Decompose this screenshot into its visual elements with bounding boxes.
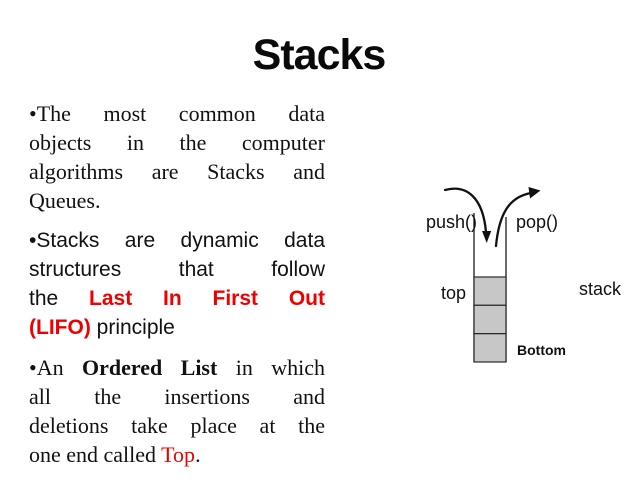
- bullet-list: •The most common data objects in the comp…: [29, 99, 325, 480]
- stack-diagram-graphic: [443, 187, 541, 363]
- text-line: structures that follow: [29, 255, 325, 284]
- text-line: •The most common data: [29, 99, 325, 128]
- text-line: •An Ordered List in which: [29, 353, 325, 382]
- slide-title: Stacks: [252, 31, 387, 79]
- pop-arrowhead-icon: [528, 187, 541, 199]
- text-run: Last In First Out: [89, 287, 325, 310]
- text-run: in which: [217, 355, 326, 380]
- push-arrow: [443, 187, 488, 234]
- stack-cell-top: [473, 276, 507, 306]
- text-run: .: [195, 442, 201, 467]
- push-arrowhead-icon: [482, 231, 492, 243]
- text-run: •Stacks are dynamic data: [29, 229, 325, 252]
- top-label: top: [441, 283, 467, 303]
- bottom-label: Bottom: [517, 342, 566, 358]
- text-run: •An: [29, 355, 82, 380]
- text-line: the Last In First Out: [29, 284, 325, 313]
- stack-label: stack: [579, 279, 622, 299]
- bullet-paragraph: •Stacks are dynamic data structures that …: [29, 226, 325, 342]
- text-run: one end called: [29, 442, 162, 467]
- text-line: Queues.: [29, 186, 325, 215]
- text-run: principle: [90, 316, 175, 339]
- text-run: structures that follow: [29, 258, 325, 281]
- text-run: deletions take place at the: [29, 413, 325, 438]
- text-run: Top: [161, 442, 196, 467]
- text-line: one end called Top.: [29, 440, 325, 469]
- text-run: the: [29, 287, 90, 310]
- push-label: push(): [426, 212, 478, 232]
- text-run: Ordered List: [82, 355, 218, 380]
- text-run: objects in the computer: [29, 130, 325, 155]
- text-run: (LIFO): [29, 316, 91, 339]
- text-line: •Stacks are dynamic data: [29, 226, 325, 255]
- text-run: all the insertions and: [29, 384, 325, 409]
- text-run: algorithms are Stacks and: [29, 159, 325, 184]
- stack-cell-bottom: [473, 333, 507, 363]
- text-line: (LIFO) principle: [29, 313, 325, 342]
- text-line: all the insertions and: [29, 382, 325, 411]
- pop-label: pop(): [516, 212, 559, 232]
- bullet-paragraph: •The most common data objects in the comp…: [29, 99, 325, 215]
- text-line: objects in the computer: [29, 128, 325, 157]
- text-run: Queues.: [29, 188, 101, 213]
- text-run: •The most common data: [29, 101, 325, 126]
- text-line: deletions take place at the: [29, 411, 325, 440]
- stack-cell-middle: [473, 304, 507, 335]
- text-line: algorithms are Stacks and: [29, 157, 325, 186]
- pop-arrow: [494, 191, 533, 248]
